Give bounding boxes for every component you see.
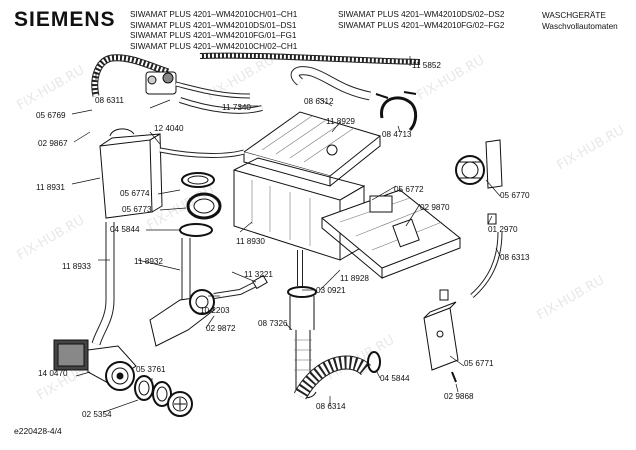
filter-cap	[167, 391, 193, 417]
pump-motor	[53, 339, 137, 391]
hose-bracket	[375, 91, 418, 132]
part-label: 05 6773	[122, 205, 152, 214]
part-label: 03 0921	[316, 286, 346, 295]
model-line: SIWAMAT PLUS 4201–WM42010FG/01–FG1	[130, 31, 297, 41]
category-line-1: WASCHGERÄTE	[542, 11, 606, 20]
vertical-hose-left	[91, 222, 115, 346]
part-label: 11 8930	[236, 237, 265, 246]
watermark-text: FIX-HUB.RU	[15, 63, 88, 114]
part-label: 08 4713	[382, 130, 412, 139]
model-list-right: SIWAMAT PLUS 4201–WM42010DS/02–DS2 SIWAM…	[338, 10, 504, 31]
part-label: 08 6313	[500, 253, 530, 262]
part-label: 05 6769	[36, 111, 66, 120]
part-label: 10 2203	[200, 306, 230, 315]
corrugated-inlet-hose	[91, 54, 170, 97]
category-label: WASCHGERÄTE Waschvollautomaten	[542, 11, 618, 32]
part-label: 02 9868	[444, 392, 474, 401]
pressure-hose	[470, 231, 503, 298]
overflow-container	[99, 128, 245, 219]
seal-rings	[179, 172, 222, 237]
part-label: 05 6772	[394, 185, 424, 194]
model-line: SIWAMAT PLUS 4201–WM42010DS/02–DS2	[338, 10, 505, 19]
part-label: 11 8932	[134, 257, 163, 266]
part-label: 11 8929	[326, 117, 355, 126]
part-label: 02 9872	[206, 324, 236, 333]
part-label: 08 6312	[304, 97, 334, 106]
watermark-text: FIX-HUB.RU	[555, 123, 628, 174]
part-label: 05 3761	[136, 365, 166, 374]
part-label: 08 7326	[258, 319, 288, 328]
part-label: 04 5844	[380, 374, 410, 383]
part-labels: 11 5852 05 6769 08 6311 11 7340 08 6312 …	[36, 61, 530, 419]
detergent-drawer	[321, 189, 461, 280]
pump-seals	[134, 375, 172, 407]
part-label: 14 0470	[38, 369, 68, 378]
part-label: 02 9867	[38, 139, 68, 148]
part-label: 02 5354	[82, 410, 112, 419]
model-list-left: SIWAMAT PLUS 4201–WM42010CH/01–CH1 SIWAM…	[130, 10, 297, 52]
document-id: e220428-4/4	[14, 426, 62, 436]
model-line: SIWAMAT PLUS 4201–WM42010DS/01–DS1	[130, 20, 297, 30]
clamp-ring	[367, 351, 381, 373]
top-hose-right	[199, 52, 421, 65]
part-label: 02 9870	[420, 203, 450, 212]
dispenser-lid	[242, 111, 382, 187]
screw	[451, 371, 457, 383]
category-line-2: Waschvollautomaten	[542, 21, 618, 31]
mounting-bracket	[423, 289, 459, 371]
part-label: 12 4040	[154, 124, 184, 133]
model-line: SIWAMAT PLUS 4201–WM42010CH/01–CH1	[130, 10, 298, 19]
model-line: SIWAMAT PLUS 4201–WM42010CH/02–CH1	[130, 41, 298, 51]
part-label: 05 6774	[120, 189, 150, 198]
part-label: 11 8928	[340, 274, 369, 283]
part-label: 04 5844	[110, 225, 140, 234]
inlet-valve	[145, 71, 251, 99]
part-label: 05 6770	[500, 191, 530, 200]
brand-logo: SIEMENS	[14, 8, 116, 31]
leader-lines	[71, 56, 501, 413]
hose-117340	[179, 97, 263, 114]
hose-086312	[290, 66, 371, 101]
watermark-text: FIX-HUB.RU	[15, 213, 88, 264]
part-label: 11 7340	[222, 103, 251, 112]
pressure-switch	[455, 139, 503, 225]
bellows-hose	[293, 355, 371, 400]
part-label: 08 6314	[316, 402, 346, 411]
watermark-text: FIX-HUB.RU	[535, 273, 608, 324]
dispenser-housing	[233, 157, 366, 286]
part-label: 08 6311	[95, 96, 124, 105]
part-label: 11 8933	[62, 262, 91, 271]
model-line: SIWAMAT PLUS 4201–WM42010FG/02–FG2	[338, 20, 505, 30]
part-label: 11 5852	[412, 61, 441, 70]
part-label: 11 8931	[36, 183, 65, 192]
part-label: 11 3221	[244, 270, 273, 279]
part-label: 01 2970	[488, 225, 518, 234]
part-label: 05 6771	[464, 359, 494, 368]
